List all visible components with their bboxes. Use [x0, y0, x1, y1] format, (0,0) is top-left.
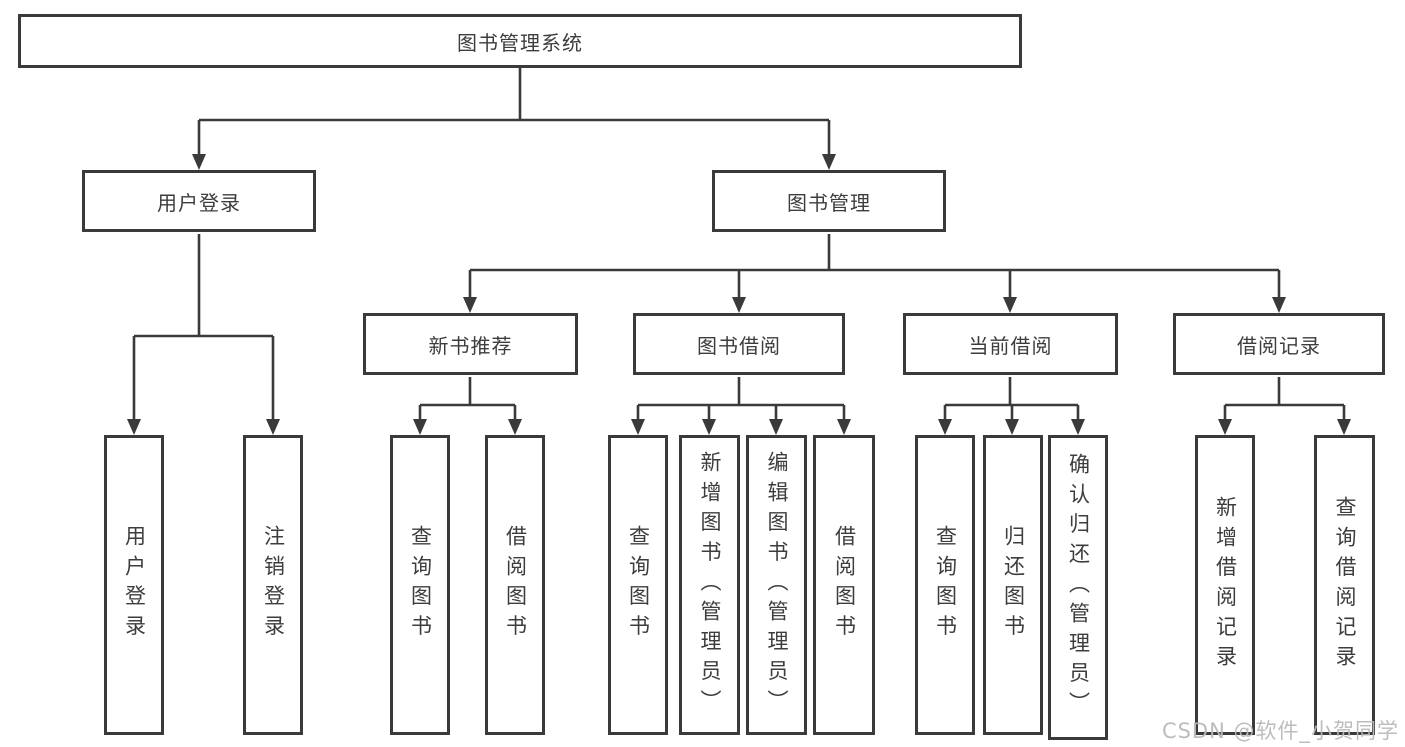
node-user-login: 用户登录 [82, 170, 316, 232]
connector-current-children [938, 377, 1085, 435]
leaf-borrowing-query-label: 查询图书 [626, 525, 651, 645]
connector-user-login-children [127, 234, 280, 435]
leaf-records-add-label: 新增借阅记录 [1213, 495, 1238, 675]
leaf-newbooks-borrow-label: 借阅图书 [503, 525, 528, 645]
leaf-borrowing-edit: 编辑图书（管理员） [746, 435, 807, 735]
node-book-borrowing-label: 图书借阅 [697, 333, 781, 358]
leaf-records-add: 新增借阅记录 [1195, 435, 1255, 735]
leaf-current-confirm: 确认归还（管理员） [1048, 435, 1108, 740]
leaf-records-query-label: 查询借阅记录 [1333, 495, 1357, 675]
leaf-borrowing-edit-label: 编辑图书（管理员） [765, 450, 789, 720]
leaf-newbooks-query-label: 查询图书 [408, 525, 433, 645]
leaf-current-query: 查询图书 [915, 435, 975, 735]
leaf-current-return: 归还图书 [983, 435, 1043, 735]
node-book-borrowing: 图书借阅 [633, 313, 845, 375]
leaf-user-login: 用户登录 [104, 435, 164, 735]
leaf-borrowing-add-label: 新增图书（管理员） [698, 450, 722, 720]
leaf-logout: 注销登录 [243, 435, 303, 735]
connector-records-children [1218, 377, 1351, 435]
node-book-management: 图书管理 [712, 170, 946, 232]
leaf-newbooks-borrow: 借阅图书 [485, 435, 545, 735]
leaf-borrowing-query: 查询图书 [608, 435, 668, 735]
node-user-login-label: 用户登录 [157, 190, 241, 215]
leaf-newbooks-query: 查询图书 [390, 435, 450, 735]
node-book-management-label: 图书管理 [787, 190, 871, 215]
connector-root-to-level1 [192, 66, 836, 170]
node-new-books: 新书推荐 [363, 313, 578, 375]
connector-borrowing-children [631, 377, 851, 435]
node-system-root: 图书管理系统 [18, 14, 1022, 68]
leaf-borrowing-add: 新增图书（管理员） [679, 435, 740, 735]
leaf-records-query: 查询借阅记录 [1314, 435, 1375, 735]
node-current-borrowing: 当前借阅 [903, 313, 1118, 375]
node-current-borrowing-label: 当前借阅 [968, 333, 1053, 358]
leaf-current-query-label: 查询图书 [933, 525, 958, 645]
leaf-borrowing-borrow-label: 借阅图书 [832, 525, 857, 645]
node-new-books-label: 新书推荐 [428, 333, 513, 358]
node-borrow-records: 借阅记录 [1173, 313, 1385, 375]
leaf-borrowing-borrow: 借阅图书 [813, 435, 875, 735]
node-borrow-records-label: 借阅记录 [1237, 333, 1321, 358]
connector-new-books-children [413, 377, 522, 435]
csdn-watermark: CSDN @软件_小贺同学 [1161, 719, 1399, 743]
leaf-current-confirm-label: 确认归还（管理员） [1066, 453, 1091, 722]
leaf-current-return-label: 归还图书 [1001, 525, 1026, 645]
leaf-user-login-label: 用户登录 [122, 525, 147, 645]
connector-book-management-sections [463, 234, 1286, 313]
leaf-logout-label: 注销登录 [261, 525, 286, 645]
node-system-root-label: 图书管理系统 [457, 30, 583, 55]
